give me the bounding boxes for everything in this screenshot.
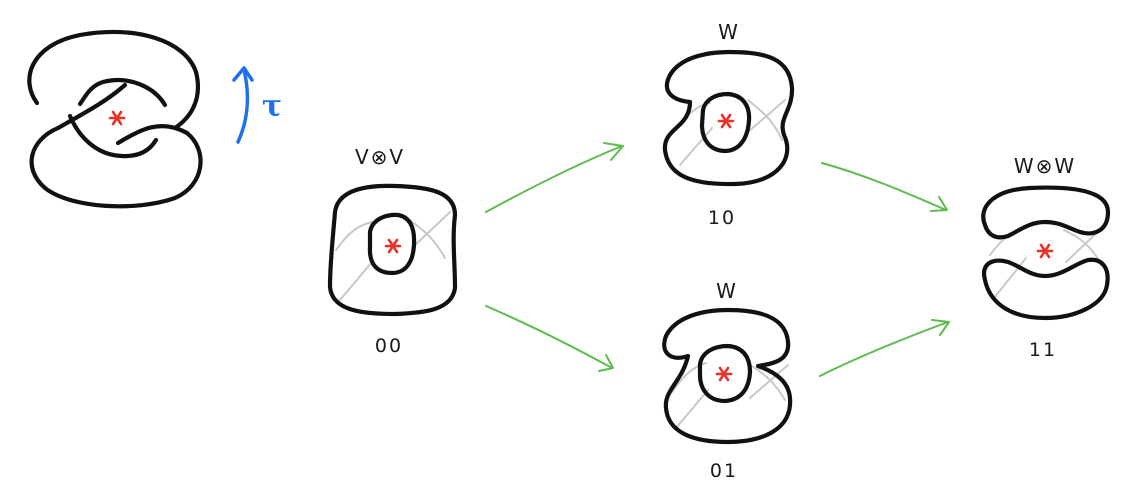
state-01-resolution-label: 01 [710, 460, 738, 482]
state-01-module-label: W [716, 279, 738, 303]
outer-arc-bottom [29, 125, 203, 209]
state-10-outer-curve [662, 49, 795, 187]
state-00: V⊗V 00 [327, 145, 458, 357]
arrow-00-to-01 [485, 305, 614, 372]
state-11-module-label: W⊗W [1014, 154, 1076, 178]
state-01: W 01 [662, 279, 793, 482]
basepoint-asterisk [1036, 243, 1054, 259]
inner-arc-bottom [67, 113, 159, 159]
original-link-diagram [27, 29, 203, 209]
state-11-upper-component [981, 185, 1111, 240]
strand-crossing-left [55, 82, 128, 131]
strand-crossing-right [115, 123, 190, 146]
basepoint-asterisk [717, 113, 735, 129]
state-11-resolution-label: 11 [1029, 339, 1057, 361]
involution-label: τ [262, 89, 282, 124]
outer-arc-top [27, 29, 200, 131]
state-01-outer-curve [662, 307, 793, 445]
state-00-resolution-label: 00 [375, 335, 403, 357]
state-00-inner-circle [367, 212, 417, 276]
arrow-01-to-11 [819, 319, 950, 377]
map-arrows [485, 142, 950, 377]
arrow-00-to-10 [485, 142, 624, 213]
basepoint-asterisk [715, 366, 733, 382]
state-10-module-label: W [718, 20, 740, 44]
involution-arrow: τ [232, 66, 282, 144]
state-10: W 10 [662, 20, 795, 229]
state-10-inner-circle [699, 91, 752, 154]
state-01-inner-circle [697, 343, 753, 404]
state-00-outer-circle [327, 183, 458, 317]
state-10-resolution-label: 10 [708, 207, 736, 229]
state-11-lower-component [981, 257, 1110, 321]
state-00-module-label: V⊗V [355, 145, 405, 169]
basepoint-asterisk [108, 110, 126, 126]
inner-arc-top [77, 78, 168, 108]
state-11: W⊗W 11 [981, 154, 1111, 361]
arrow-10-to-11 [821, 162, 948, 212]
basepoint-asterisk [384, 238, 402, 254]
